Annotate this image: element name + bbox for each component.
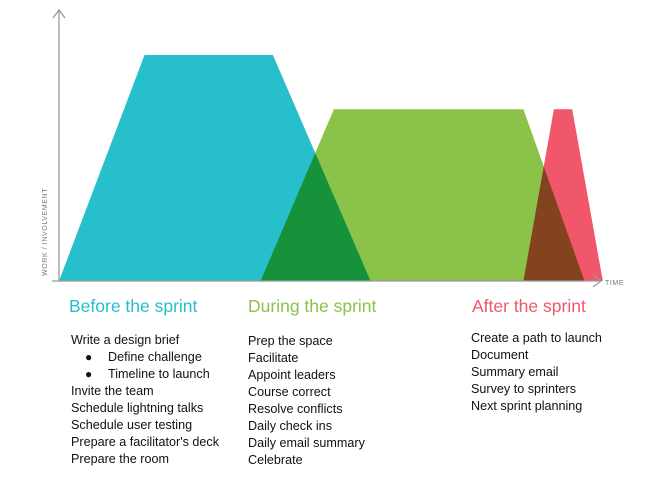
task-label: Document [471,348,529,362]
task-label: Appoint leaders [248,368,336,382]
task-label: Course correct [248,385,331,399]
task-item: Survey to sprinters [471,381,602,398]
task-label: Prepare a facilitator's deck [71,435,220,449]
bullet-icon: ● [85,350,93,364]
task-item: Daily check ins [248,418,365,435]
task-item: Daily email summary [248,435,365,452]
task-label: Timeline to launch [108,367,210,381]
task-label: Celebrate [248,453,303,467]
task-item: Write a design brief [71,332,219,349]
task-item: Prep the space [248,333,365,350]
task-label: Next sprint planning [471,399,583,413]
task-label: Survey to sprinters [471,382,576,396]
task-item: Course correct [248,384,365,401]
task-label: Prepare the room [71,452,170,466]
task-item: Prepare the room [71,451,219,468]
task-item: Create a path to launch [471,330,602,347]
task-label: Resolve conflicts [248,402,343,416]
task-item: Prepare a facilitator's deck [71,434,219,451]
heading-after-sprint: After the sprint [472,296,586,316]
area-series-2 [260,109,585,281]
task-label: Daily email summary [248,436,365,450]
heading-before-sprint: Before the sprint [69,296,198,316]
heading-during-sprint: During the sprint [248,296,377,316]
task-label: Prep the space [248,334,333,348]
task-item: Invite the team [71,383,219,400]
task-label: Create a path to launch [471,331,602,345]
task-item: Schedule user testing [71,417,219,434]
task-label: Daily check ins [248,419,332,433]
task-item: Document [471,347,602,364]
task-item: Next sprint planning [471,398,602,415]
chart-areas [59,55,603,281]
task-label: Write a design brief [71,333,180,347]
task-label: Schedule user testing [71,418,193,432]
task-label: Schedule lightning talks [71,401,204,415]
y-axis-label: WORK / INVOLVEMENT [42,188,49,276]
sub-task-item: ● Timeline to launch [71,366,219,383]
x-axis-arrow-icon [592,274,603,288]
sub-task-item: ● Define challenge [71,349,219,366]
area-series-3 [523,109,603,281]
task-label: Summary email [471,365,559,379]
bullet-icon: ● [85,367,93,381]
task-label: Invite the team [71,384,154,398]
task-item: Facilitate [248,350,365,367]
task-label: Facilitate [248,351,299,365]
x-axis-label: TIME [605,280,624,287]
before-sprint-task-list: Write a design brief ● Define challenge ● Ti… [71,332,219,468]
task-item: Appoint leaders [248,367,365,384]
y-axis-arrow-icon [52,8,66,19]
sprint-chart: TIME WORK / INVOLVEMENT [42,8,624,288]
task-item: Summary email [471,364,602,381]
task-item: Schedule lightning talks [71,400,219,417]
task-item: Celebrate [248,452,365,469]
task-label: Define challenge [108,350,202,364]
task-item: Resolve conflicts [248,401,365,418]
